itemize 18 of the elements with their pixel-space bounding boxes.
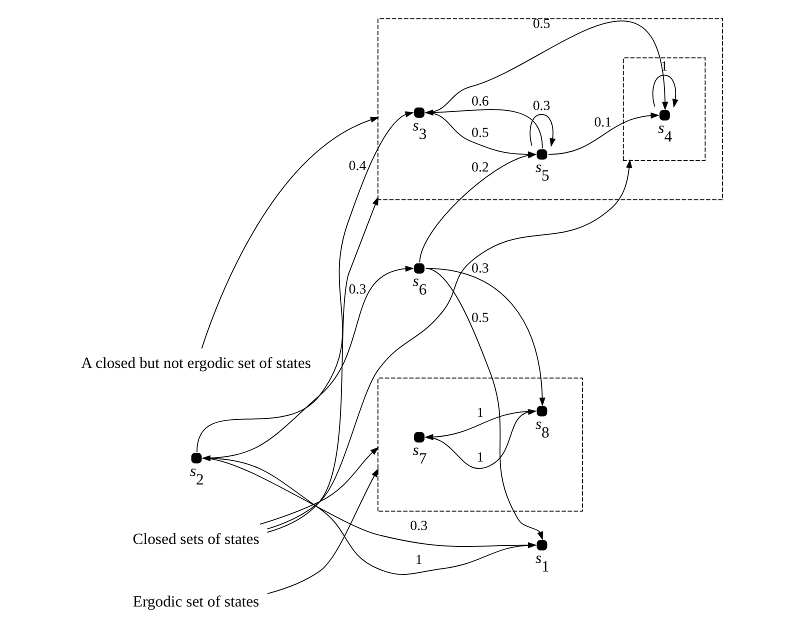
edge-label: 0.3	[532, 98, 550, 114]
edge-label: 0.3	[348, 282, 366, 298]
edge-label: 1	[476, 450, 484, 466]
edge-label: 0.1	[594, 115, 612, 130]
node-text: A closed but not ergodic set of states	[81, 355, 311, 372]
edge-label: 0.3	[410, 519, 428, 534]
node-text: Closed sets of states	[132, 530, 260, 548]
edge-label: 0.3	[471, 262, 489, 277]
edge-label: 0.5	[471, 311, 489, 326]
node-text: Ergodic set of states	[132, 593, 260, 610]
edge-label: 1	[415, 553, 422, 568]
edge-label: 0.6	[471, 94, 489, 110]
edge-label: 0.5	[532, 17, 550, 32]
edge-label: 0.4	[348, 158, 366, 174]
edge-label: 0.2	[471, 160, 489, 176]
edge-label: 1	[660, 60, 668, 75]
edge-label: 0.5	[471, 126, 489, 141]
edge-label: 1	[476, 406, 484, 422]
